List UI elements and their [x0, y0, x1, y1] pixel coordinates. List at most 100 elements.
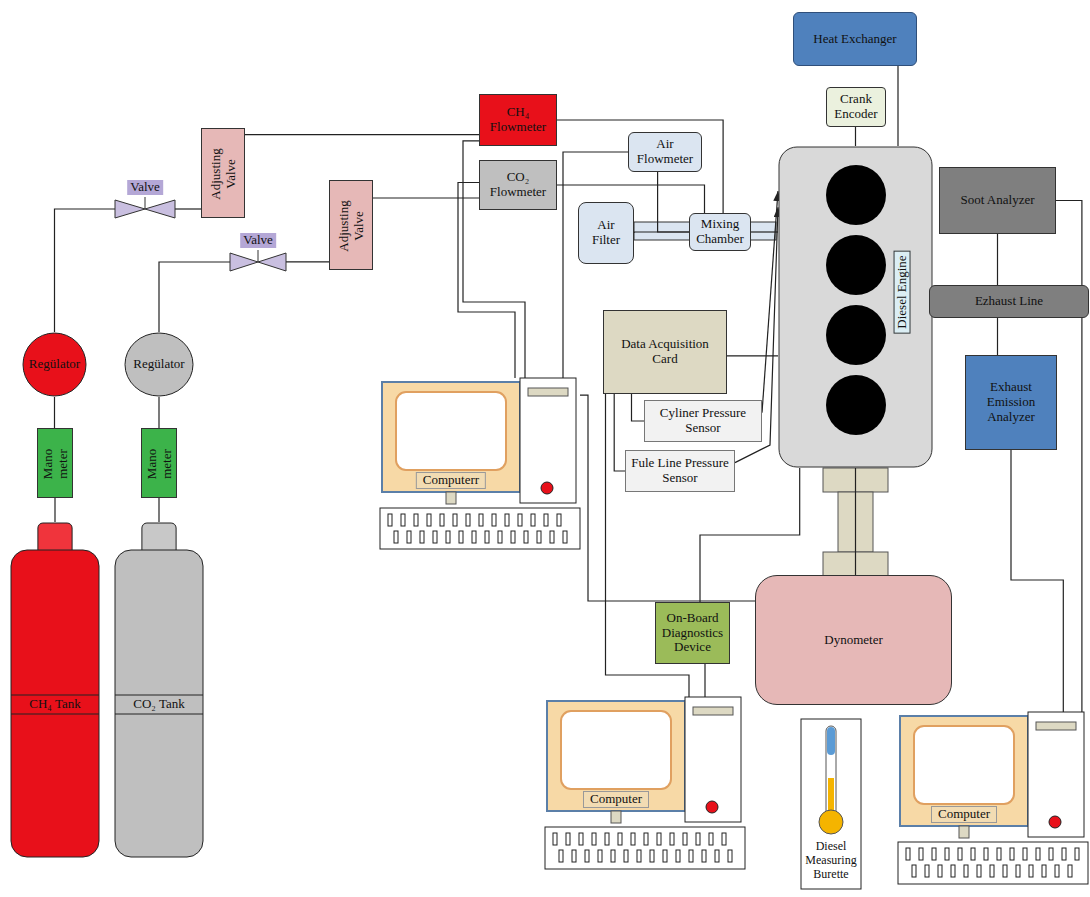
node-label: Diesel Engine	[894, 250, 911, 333]
computer-icon-part	[440, 514, 444, 526]
computer-icon-part	[446, 531, 450, 543]
connector-line	[997, 234, 998, 285]
computer-icon-part	[498, 531, 502, 543]
computer-icon-part	[459, 531, 463, 543]
computer-icon-outline	[898, 712, 1088, 885]
computer-icon-part	[728, 850, 732, 862]
adjusting-valve: Adjusting Valve	[201, 128, 245, 218]
computer-icon-part	[631, 833, 635, 845]
node-label: Dynometer	[824, 633, 882, 648]
computer-icon-part	[380, 508, 580, 549]
computer-icon-part	[446, 492, 456, 504]
computer-icon-part	[1075, 848, 1079, 860]
computer-icon-part	[433, 531, 437, 543]
node-label: CH₄ Tank	[29, 697, 80, 712]
computer-icon-part	[1003, 865, 1007, 877]
computer-icon-part	[715, 850, 719, 862]
connector-line	[855, 127, 857, 146]
computer-icon-part	[900, 716, 1028, 826]
sensor-box: Cyliner Pressure Sensor	[644, 400, 762, 442]
mixing-chamber: Mixing Chamber	[689, 213, 751, 251]
obd-device: On-Board Diagnostics Device	[655, 602, 730, 664]
node-label: Ezhaust Line	[975, 294, 1043, 309]
computer-icon-part	[657, 833, 661, 845]
node-label: Regülator	[29, 357, 80, 372]
computer-icon-part	[505, 514, 509, 526]
computer-icon-part	[670, 833, 674, 845]
computer-icon-part	[557, 514, 561, 526]
connector-line	[286, 261, 329, 262]
node-label: Adjusting Valve	[337, 195, 367, 257]
diesel-engine-part	[779, 147, 932, 467]
computer-icon-part	[997, 848, 1001, 860]
flowmeter-box: CH₄ Flowmeter	[479, 94, 557, 146]
computer-icon-part	[1029, 865, 1033, 877]
node-label: Adjusting Valve	[209, 143, 239, 205]
computer-icon-part	[1049, 816, 1061, 828]
computer-icon-part	[906, 848, 910, 860]
computer-icon-part	[520, 378, 576, 503]
computer-icon-part	[1036, 722, 1076, 730]
connector-line	[557, 120, 723, 213]
computer-icon-part	[611, 811, 621, 823]
connector-line	[158, 498, 159, 522]
computer-icon-part	[1042, 865, 1046, 877]
connector-line	[54, 498, 55, 522]
computer-icon-part	[541, 482, 553, 494]
computer-icon-part	[912, 865, 916, 877]
computer-icon-part	[396, 392, 506, 470]
dynamometer: Dynometer	[755, 575, 952, 705]
connector-line	[704, 664, 705, 697]
computer-icon-part	[544, 514, 548, 526]
computer-icon-part	[959, 826, 969, 838]
gas-tank-outline	[10, 522, 100, 858]
computer-icon-part	[382, 382, 520, 492]
diesel-engine-part	[826, 165, 886, 225]
connector-line	[458, 183, 515, 379]
node-label: Exhaust Emission Analyzer	[970, 380, 1052, 425]
computer-icon-part	[472, 531, 476, 543]
daq-card: Data Acquisition Card	[603, 310, 727, 394]
computer-icon-part	[951, 865, 955, 877]
computer-icon-part	[466, 514, 470, 526]
valve-symbol-part	[115, 200, 145, 218]
air-filter: Air Filter	[578, 202, 634, 264]
regulator-circle-part	[125, 333, 193, 396]
computer-icon-part	[547, 701, 685, 811]
measuring-burette-part	[801, 719, 861, 889]
adjusting-valve: Adjusting Valve	[329, 180, 373, 270]
computer-icon-part	[637, 850, 641, 862]
computer-icon-part	[598, 850, 602, 862]
gas-tank-outline	[114, 522, 204, 858]
computer-icon-part	[1049, 848, 1053, 860]
connector-line	[897, 66, 899, 146]
gas-tank: CH₄ Tank	[10, 522, 100, 858]
node-label: Mixing Chamber	[694, 217, 746, 247]
computer-icon-part	[984, 848, 988, 860]
node-label: CO₂ Tank	[133, 697, 184, 712]
regulator-circle: Regülator	[22, 332, 87, 397]
gas-tank-part	[115, 550, 203, 857]
gas-tank-part	[11, 550, 99, 857]
valve-symbol: Valve	[115, 180, 175, 220]
connector-line	[614, 394, 625, 471]
diesel-engine: Diesel Engine	[778, 146, 933, 468]
computer-icon-part	[914, 726, 1014, 804]
gas-tank: CO₂ Tank	[114, 522, 204, 858]
connector-line	[245, 134, 479, 136]
regulator-circle-part	[23, 333, 86, 396]
computer-icon-part	[1016, 865, 1020, 877]
computer-icon-part	[518, 514, 522, 526]
computer-icon-part	[683, 833, 687, 845]
node-label: Air Filter	[583, 218, 629, 248]
connector-line	[175, 208, 201, 209]
node-label: Mano meter	[145, 444, 175, 484]
computer-icon-part	[676, 850, 680, 862]
computer-icon-part	[990, 865, 994, 877]
node-label: Computer	[583, 791, 649, 808]
computer-icon-part	[453, 514, 457, 526]
computer-icon-part	[618, 833, 622, 845]
valve-symbol-part	[145, 200, 175, 218]
node-label: Data Acquisition Card	[608, 337, 722, 367]
